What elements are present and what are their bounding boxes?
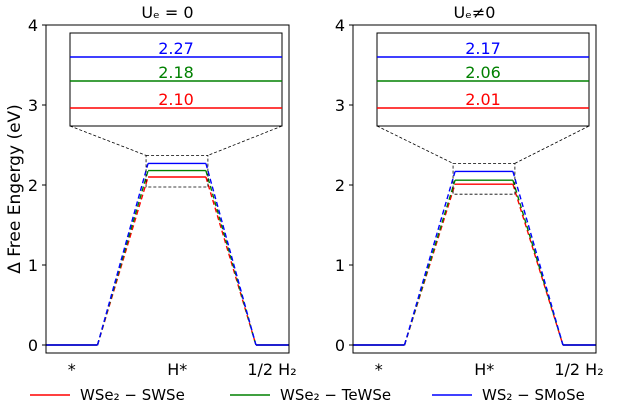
- chart-panel-1: 2.27 2.18 2.10 Uₑ = 0 0 1 2 3 4 * H* 1/2 H₂: [28, 3, 297, 379]
- transition-up-2: [96, 170, 149, 346]
- transition-down-2: [512, 179, 564, 346]
- y-tick-label: 3: [28, 96, 38, 115]
- zoom-connector-left: [69, 125, 147, 156]
- chart-panel-2: 2.17 2.06 2.01 Uₑ≠0 0 1 2 3 4 * H* 1/2 H₂: [335, 3, 604, 379]
- transition-up-3: [403, 171, 456, 346]
- x-tick-label: *: [375, 360, 383, 379]
- transition-down-2: [205, 170, 257, 346]
- zoom-connector-left: [376, 125, 454, 164]
- y-tick-label: 0: [28, 336, 38, 355]
- x-tick-label: H*: [474, 360, 494, 379]
- axes-frame: [352, 24, 597, 354]
- y-tick-label: 1: [335, 256, 345, 275]
- inset-box: [376, 32, 590, 127]
- transition-up-1: [96, 176, 149, 346]
- inset-box: [69, 32, 283, 127]
- x-tick-label: 1/2 H₂: [247, 360, 296, 379]
- zoom-connector-right: [514, 125, 590, 164]
- inset-value-label: 2.01: [465, 90, 501, 109]
- y-axis-label: Δ Free Engergy (eV): [5, 104, 25, 274]
- y-tick-label: 2: [28, 176, 38, 195]
- panel-title: Uₑ≠0: [454, 3, 496, 22]
- inset-value-label: 2.10: [158, 90, 194, 109]
- y-tick-label: 3: [335, 96, 345, 115]
- zoom-box: [452, 162, 516, 195]
- zoom-connector-right: [207, 125, 283, 156]
- y-tick-label: 4: [28, 16, 38, 35]
- y-tick-label: 4: [335, 16, 345, 35]
- x-tick-label: *: [68, 360, 76, 379]
- panel-title: Uₑ = 0: [141, 3, 193, 22]
- inset-value-label: 2.06: [465, 63, 501, 82]
- y-tick-label: 0: [335, 336, 345, 355]
- x-tick-label: H*: [167, 360, 187, 379]
- y-tick-label: 2: [335, 176, 345, 195]
- legend-label: WSe₂ − SWSe: [80, 386, 185, 404]
- transition-up-3: [96, 163, 149, 346]
- y-tick-label: 1: [28, 256, 38, 275]
- inset-value-label: 2.18: [158, 63, 194, 82]
- transition-down-3: [205, 163, 257, 346]
- inset-value-label: 2.27: [158, 39, 194, 58]
- inset-value-label: 2.17: [465, 39, 501, 58]
- legend-label: WSe₂ − TeWSe: [280, 386, 391, 404]
- x-tick-label: 1/2 H₂: [554, 360, 603, 379]
- axes-frame: [45, 24, 290, 354]
- transition-down-3: [512, 171, 564, 346]
- legend-label: WS₂ − SMoSe: [482, 386, 585, 404]
- zoom-box: [145, 154, 209, 188]
